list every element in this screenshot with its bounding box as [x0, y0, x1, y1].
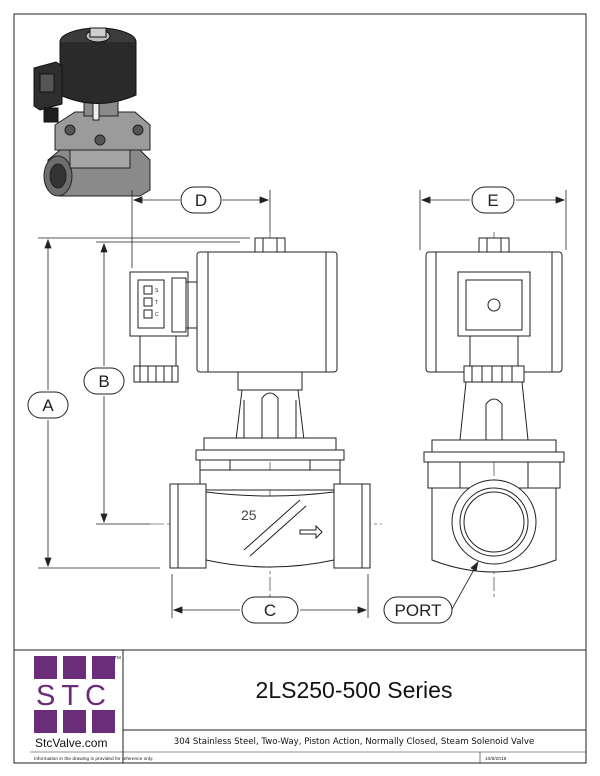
trademark-mark: TM: [114, 655, 121, 661]
label-b: B: [98, 372, 109, 391]
label-a: A: [42, 396, 54, 415]
balloon-port: [383, 596, 453, 624]
front-view: S T C 25: [129, 232, 382, 600]
valve-description: 304 Stainless Steel, Two-Way, Piston Act…: [174, 737, 535, 747]
label-port: PORT: [395, 601, 442, 620]
drawing-date: 10/8/2018: [485, 756, 507, 762]
isometric-valve-view: [33, 27, 151, 197]
side-view: [423, 232, 565, 600]
disclaimer: Information in the drawing is provided f…: [34, 756, 153, 762]
balloon-b: [83, 367, 125, 395]
logo-letters: STC: [36, 680, 112, 712]
connector-letter-t: T: [155, 300, 158, 306]
balloon-c: [241, 596, 299, 624]
label-c: C: [264, 601, 276, 620]
connector-letter-s: S: [155, 288, 159, 294]
dimension-lines: [38, 190, 567, 618]
label-d: D: [195, 191, 207, 210]
balloon-a: [27, 391, 69, 419]
series-title: 2LS250-500 Series: [256, 677, 453, 703]
stc-logo: STC TM: [34, 655, 121, 733]
title-block: STC TM StcValve.com 2LS250-500 Series 30…: [14, 649, 586, 763]
body-size-mark: 25: [241, 507, 257, 523]
balloon-e: [471, 186, 515, 214]
balloon-d: [180, 186, 222, 214]
sheet-border: [13, 13, 587, 764]
dimension-balloons: A B C D E PORT: [27, 186, 515, 624]
website-link[interactable]: StcValve.com: [35, 736, 107, 750]
connector-letter-c: C: [155, 312, 159, 318]
label-e: E: [487, 191, 498, 210]
